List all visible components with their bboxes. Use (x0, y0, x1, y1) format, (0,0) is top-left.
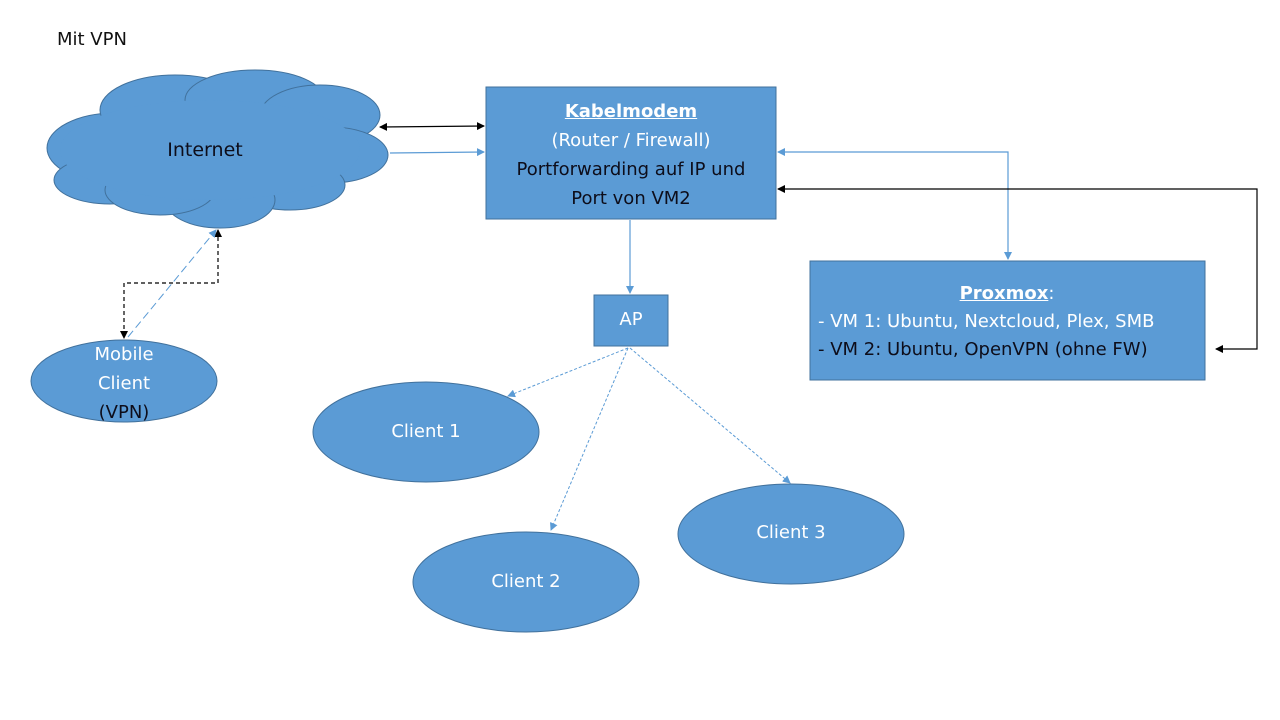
client3-ellipse[interactable] (677, 483, 905, 585)
connector-ap-client2 (550, 347, 629, 531)
internet-label: Internet (167, 139, 243, 161)
diagram-title: Mit VPN (57, 29, 127, 50)
proxmox-title: Proxmox (959, 283, 1049, 304)
connector-modem-proxmox (777, 148, 1012, 260)
modem-box[interactable] (485, 86, 777, 220)
client1-label: Client 1 (391, 421, 461, 442)
connector-ap-client1 (507, 347, 629, 398)
client2-label: Client 2 (491, 571, 561, 592)
modem-line1: Portforwarding auf IP und (516, 159, 746, 180)
mobile-client-label: Mobile Client (VPN) (94, 344, 154, 423)
modem-line2: Port von VM2 (571, 188, 691, 209)
proxmox-label: Proxmox: - VM 1: Ubuntu, Nextcloud, Plex… (812, 280, 1202, 364)
connector-vm2-modem (777, 185, 1258, 353)
modem-label: Kabelmodem (Router / Firewall) Portforwa… (486, 97, 776, 213)
connector-mobile-internet-blue (127, 229, 217, 338)
mobile-client-ellipse[interactable] (30, 339, 218, 423)
modem-title: Kabelmodem (564, 101, 698, 122)
ap-box[interactable] (593, 294, 669, 347)
connector-internet-modem-blue (389, 148, 485, 157)
ap-label: AP (619, 309, 643, 330)
connector-internet-modem-black (379, 122, 485, 131)
client2-ellipse[interactable] (412, 531, 640, 633)
client3-label: Client 3 (756, 522, 826, 543)
internet-cloud[interactable] (46, 69, 389, 229)
proxmox-vm1: - VM 1: Ubuntu, Nextcloud, Plex, SMB (818, 311, 1155, 332)
connector-internet-mobile-black (120, 229, 222, 339)
modem-subtitle: (Router / Firewall) (551, 130, 711, 151)
connector-ap-client3 (629, 347, 791, 484)
client1-ellipse[interactable] (312, 381, 540, 483)
proxmox-vm2: - VM 2: Ubuntu, OpenVPN (ohne FW) (818, 339, 1148, 360)
